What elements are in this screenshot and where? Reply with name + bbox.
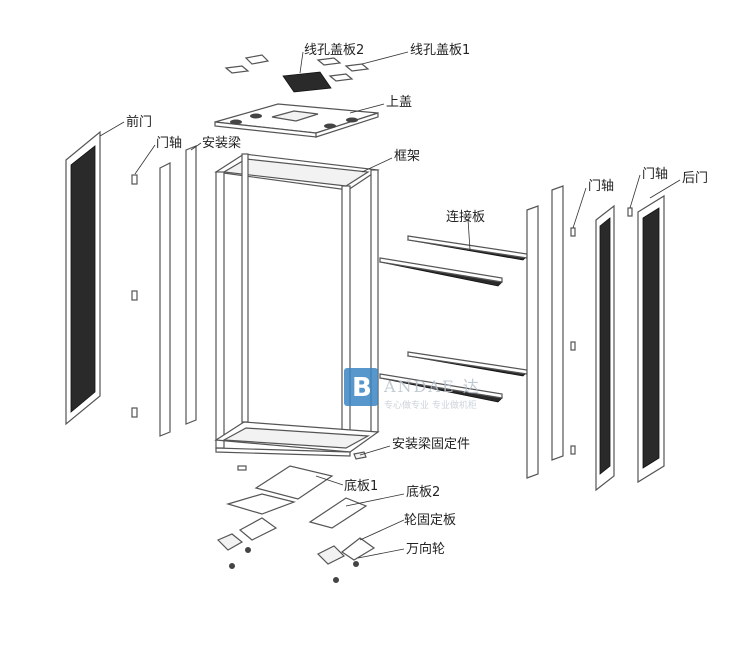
label-front-door: 前门: [126, 114, 152, 130]
front-door: [65, 130, 101, 426]
door-hinge-pins-left: [131, 174, 138, 418]
label-cable-cover-1: 线孔盖板1: [410, 43, 470, 58]
label-bottom-plate-2: 底板2: [406, 484, 440, 500]
label-top-cover: 上盖: [386, 95, 412, 110]
mount-beams-right: [526, 185, 564, 479]
top-cover: [214, 103, 379, 138]
label-mount-beam: 安装梁: [202, 136, 241, 151]
label-door-hinge-right-2: 门轴: [642, 167, 668, 182]
side-door-panel: [595, 204, 615, 492]
wheel-fixing-plates: [238, 517, 376, 561]
label-frame: 框架: [394, 149, 420, 164]
label-door-hinge-left: 门轴: [156, 136, 182, 151]
caster-wheels: [216, 533, 359, 583]
cable-cover-2-mesh: [282, 71, 332, 93]
watermark: B ANDAE 达 专心做专业 专业做机柜: [344, 368, 481, 411]
label-wheel-fixing-plate: 轮固定板: [404, 513, 456, 528]
label-rear-door: 后门: [682, 171, 708, 186]
cable-cover-small-plates: [224, 54, 370, 82]
mount-beams-left: [159, 145, 197, 437]
label-door-hinge-right-1: 门轴: [588, 179, 614, 194]
bottom-plate-2: [225, 493, 368, 529]
part-labels: 线孔盖板2 线孔盖板1 上盖 框架 前门 门轴 安装梁 连接板 门轴 门轴 后门…: [126, 43, 708, 557]
watermark-brand: ANDAE 达: [383, 377, 481, 396]
rear-door: [637, 194, 665, 484]
watermark-logo-box: [344, 368, 378, 406]
watermark-slogan: 专心做专业 专业做机柜: [384, 399, 477, 411]
label-connect-plate: 连接板: [446, 209, 485, 225]
label-beam-fixing: 安装梁固定件: [392, 437, 470, 452]
label-bottom-plate-1: 底板1: [344, 478, 378, 494]
label-cable-cover-2: 线孔盖板2: [304, 43, 364, 58]
label-caster: 万向轮: [406, 541, 445, 557]
cabinet-frame: [214, 153, 380, 457]
watermark-logo-letter: B: [352, 373, 372, 403]
leader-lines: [99, 51, 681, 559]
connecting-plates: [378, 235, 528, 403]
bottom-plate-1: [254, 465, 334, 500]
